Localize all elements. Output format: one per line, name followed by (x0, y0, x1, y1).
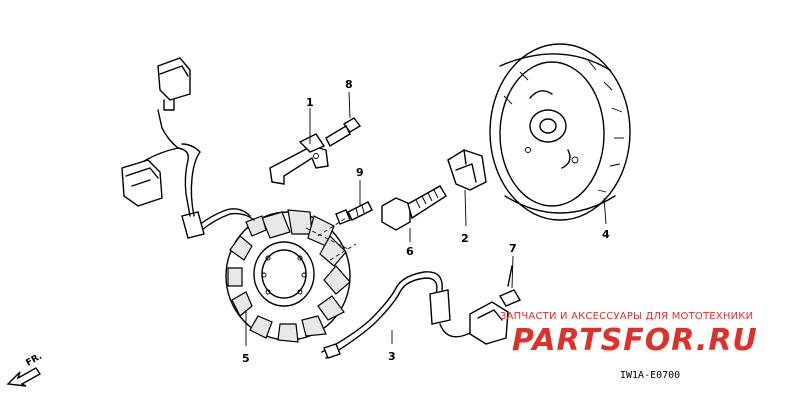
stator-harness (121, 57, 255, 239)
callout-9: 9 (356, 166, 364, 179)
watermark: ЗАПЧАСТИ И АКСЕССУАРЫ ДЛЯ МОТОТЕХНИКИ PA… (500, 311, 758, 358)
bolt-part-7 (498, 265, 522, 307)
callout-1: 1 (306, 96, 314, 109)
key-part-2 (447, 149, 487, 191)
flywheel-part-4 (489, 43, 631, 221)
callout-6: 6 (406, 245, 414, 258)
clamp-part-1 (269, 133, 329, 185)
watermark-brand: PARTSFOR.RU (512, 323, 758, 358)
pulse-generator-part-3 (321, 271, 509, 359)
callout-5: 5 (242, 352, 250, 365)
callout-3: 3 (388, 350, 396, 363)
diagram-code: IW1A-E0700 (620, 370, 680, 381)
callout-7: 7 (509, 242, 517, 255)
bolt-part-9 (335, 201, 373, 225)
leader-lines (245, 91, 607, 346)
callout-8: 8 (345, 78, 353, 91)
front-direction-arrow-icon: FR. (6, 352, 44, 387)
callout-4: 4 (602, 228, 610, 241)
bolt-part-6 (381, 185, 447, 231)
bolt-part-8 (325, 117, 362, 147)
callout-2: 2 (461, 232, 469, 245)
direction-label: FR. (25, 352, 44, 369)
stator-part-5 (225, 209, 357, 343)
watermark-tagline: ЗАПЧАСТИ И АКСЕССУАРЫ ДЛЯ МОТОТЕХНИКИ (500, 311, 753, 322)
